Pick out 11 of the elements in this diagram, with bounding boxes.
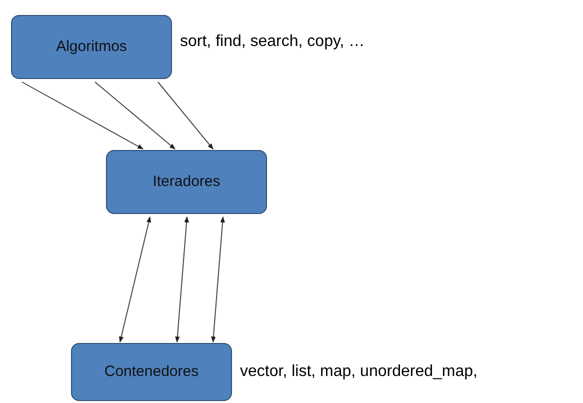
process-box: Algoritmos [11, 15, 172, 79]
arrow [94, 82, 176, 150]
arrow [158, 82, 214, 150]
example-list: sort, find, search, copy, … [180, 30, 365, 54]
arrow [211, 216, 225, 343]
arrow [22, 82, 144, 150]
process-box: Iteradores [106, 150, 267, 214]
arrow [118, 216, 152, 343]
arrow [175, 216, 189, 343]
example-list: vector, list, map, unordered_map, [240, 360, 478, 384]
process-box: Contenedores [71, 343, 232, 401]
